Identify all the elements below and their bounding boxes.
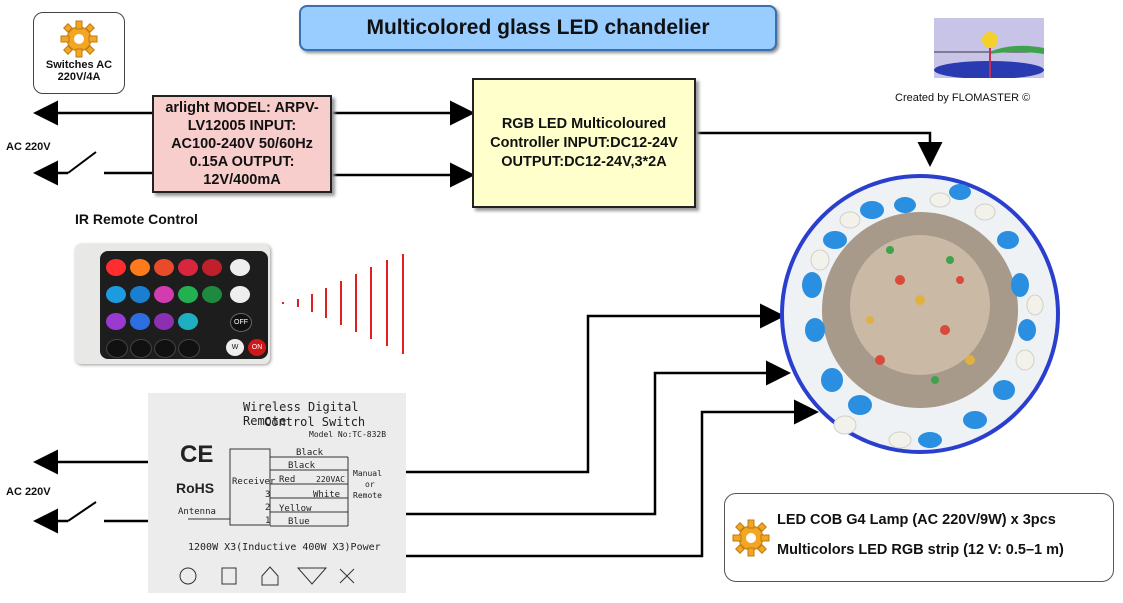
antenna-label: Antenna: [178, 507, 216, 517]
controller-to-bowl: [696, 131, 943, 167]
manual-line1: Manual: [353, 469, 382, 478]
wire-white: White: [313, 490, 341, 500]
wireless-title-line1: Wireless Digital Remote: [243, 400, 359, 428]
note-line2: Multicolors LED RGB strip (12 V: 0.5–1 m…: [777, 542, 1064, 558]
manual-line2: or: [365, 480, 375, 489]
psu-line: 0.15A OUTPUT:: [189, 154, 295, 170]
wire-black-2: Black: [288, 461, 316, 471]
controller-line: Controller INPUT:DC12-24V: [490, 134, 678, 151]
ir-signal-icon: [282, 254, 404, 354]
wire-blue: Blue: [288, 517, 310, 527]
receiver-label: Receiver: [232, 477, 276, 487]
psu-line: 12V/400mA: [203, 172, 281, 188]
voltage-label: 220VAC: [316, 475, 345, 484]
wire-yellow: Yellow: [279, 504, 312, 514]
ce-mark: CE: [180, 441, 214, 468]
controller-line: RGB LED Multicoloured: [501, 115, 667, 132]
manual-line3: Remote: [353, 491, 382, 500]
chandelier-bowl-image: [780, 174, 1060, 454]
gear-icon: [34, 19, 124, 59]
channel-1: 1: [265, 516, 271, 526]
wireless-title-line2: Control Switch: [264, 415, 366, 429]
psu-line: arlight MODEL: ARPV-: [165, 100, 319, 116]
psu-line: LV12005 INPUT:: [187, 118, 297, 134]
notes-box: LED COB G4 Lamp (AC 220V/9W) x 3pcs Mult…: [724, 493, 1114, 582]
remote-off-button: OFF: [230, 313, 252, 332]
power-supply-box: arlight MODEL: ARPV- LV12005 INPUT: AC10…: [152, 95, 332, 193]
switch-label-line2: 220V/4A: [57, 71, 101, 83]
flomaster-logo: [934, 18, 1044, 78]
switch-box: Switches AC 220V/4A: [33, 12, 125, 94]
wireless-switch-image: Wireless Digital Remote Control Switch M…: [148, 393, 406, 593]
credit-text: Created by FLOMASTER ©: [895, 92, 1031, 104]
rgb-controller-box: RGB LED Multicoloured Controller INPUT:D…: [472, 78, 696, 208]
ac-label-bottom: AC 220V: [6, 486, 51, 498]
gear-icon: [731, 518, 771, 563]
ir-remote-label: IR Remote Control: [75, 211, 198, 227]
remote-w-button: W: [226, 339, 244, 356]
controller-line: OUTPUT:DC12-24V,3*2A: [501, 153, 667, 170]
ac-label-top: AC 220V: [6, 141, 51, 153]
ac-switch-top: [33, 151, 152, 186]
ac-switch-bottom: [33, 501, 148, 534]
wiring-schematic: [179, 448, 355, 586]
wire-black-1: Black: [296, 448, 324, 458]
psu-line: AC100-240V 50/60Hz: [171, 136, 313, 152]
switch-label-line1: Switches AC: [45, 59, 113, 71]
wireless-model: Model No:TC-832B: [309, 430, 387, 439]
wire-red: Red: [279, 475, 296, 485]
note-line1: LED COB G4 Lamp (AC 220V/9W) x 3pcs: [777, 512, 1056, 528]
power-rating: 1200W X3(Inductive 400W X3)Power: [188, 542, 381, 553]
channel-2: 2: [265, 503, 271, 513]
switch-to-bowl-1: [406, 303, 785, 474]
switch-to-bowl-2: [406, 360, 791, 516]
ir-remote-image: OFF ON W: [75, 244, 270, 364]
channel-3: 3: [265, 490, 271, 500]
remote-keypad: OFF ON W: [100, 251, 268, 359]
remote-on-button: ON: [248, 339, 266, 356]
rohs-mark: RoHS: [176, 480, 215, 496]
diagram-title: Multicolored glass LED chandelier: [299, 5, 777, 51]
switch-to-bowl-3: [406, 399, 819, 558]
